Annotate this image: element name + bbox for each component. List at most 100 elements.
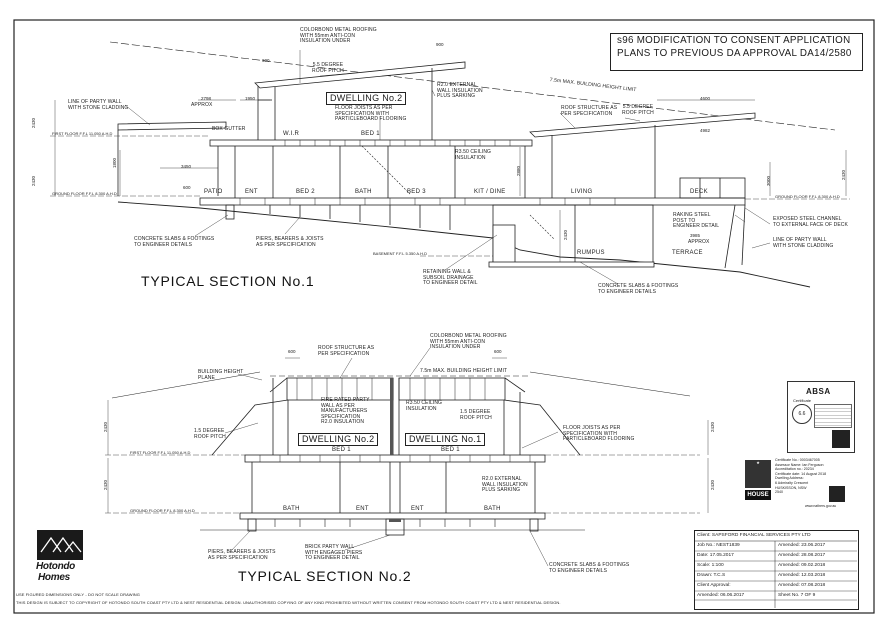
tb-client-approval: Client Approval: xyxy=(697,583,731,588)
note-roof-structure: ROOF STRUCTURE AS PER SPECIFICATION xyxy=(561,105,618,117)
absa-badge: ABSA Certificate 6.6 xyxy=(787,381,855,453)
dim-4982: 4982 xyxy=(700,128,711,133)
title-line-1: s96 MODIFICATION TO CONSENT APPLICATION xyxy=(617,35,851,46)
level-first-floor-s1: FIRST FLOOR F.F.L 11.050 A.H.D xyxy=(52,131,113,136)
room-bath-dwelling2: BATH xyxy=(283,506,300,512)
absa-qr-icon xyxy=(832,430,850,448)
s2-note-max-height-limit: 7.5m MAX. BUILDING HEIGHT LIMIT xyxy=(420,368,508,374)
tb-amended-5: Amended: 07.08.2018 xyxy=(778,583,826,588)
dim-900: 900 xyxy=(436,42,444,47)
dim-3985: 3985 xyxy=(690,233,701,238)
level-ground-floor-s1-right: GROUND FLOOR F.F.L 8.300 A.H.D xyxy=(775,194,840,199)
cert-row: Assessor Name: Ian Ferguson xyxy=(775,462,824,467)
cert-row: 2540 xyxy=(775,490,783,495)
note-roof-pitch-right: 5.5 DEGREE ROOF PITCH xyxy=(622,104,654,116)
dim-2430-gf: 2430 xyxy=(31,175,36,186)
note-exposed-steel-channel: EXPOSED STEEL CHANNEL TO EXTERNAL FACE O… xyxy=(773,216,848,228)
absa-brand: ABSA xyxy=(806,387,831,396)
s2-note-concrete-slabs: CONCRETE SLABS & FOOTINGS TO ENGINEER DE… xyxy=(549,562,630,574)
room-bed3: BED 3 xyxy=(407,189,426,195)
tb-drawn: Drawn: T.C.S xyxy=(697,573,726,578)
s2-note-brick-party-wall: BRICK PARTY WALL WITH ENGAGED PIERS TO E… xyxy=(305,544,363,562)
dim-2430-basement: 2430 xyxy=(563,229,568,240)
logo-line-1: Hotondo xyxy=(36,561,75,572)
modification-title-box: s96 MODIFICATION TO CONSENT APPLICATION … xyxy=(610,33,863,71)
dim-600-patio: 600 xyxy=(183,185,191,190)
hotondo-logo: Hotondo Homes xyxy=(34,530,86,584)
s2-note-roof-pitch-left: 1.5 DEGREE ROOF PITCH xyxy=(194,428,226,440)
footer-copyright: THIS DESIGN IS SUBJECT TO COPYRIGHT OF H… xyxy=(16,600,561,605)
s2-level-first-floor: FIRST FLOOR F.F.L 11.050 A.H.D xyxy=(130,450,191,455)
s2-dim-600-right: 600 xyxy=(494,349,502,354)
room-ent-dwelling1: ENT xyxy=(411,506,424,512)
cert-row: Dwelling Address: xyxy=(775,476,804,481)
nathers-star-icon: ★ xyxy=(745,460,771,488)
dim-2430-ff: 2430 xyxy=(31,117,36,128)
note-colorbond-roofing: COLORBOND METAL ROOFING WITH 55mm ANTI-C… xyxy=(300,27,377,45)
dim-2430-right: 2430 xyxy=(841,169,846,180)
note-roof-pitch-upper: 5.5 DEGREE ROOF PITCH xyxy=(312,62,344,74)
note-approx-right: APPROX xyxy=(688,239,710,245)
room-bed1-dwelling1: BED 1 xyxy=(441,447,460,453)
tb-job-no: Job No.: NEST1839 xyxy=(697,543,740,548)
cert-row: Certificate No.: 0003467005 xyxy=(775,458,820,462)
level-ground-floor-s1: GROUND FLOOR F.F.L 8.300 A.H.D xyxy=(52,191,117,196)
section-1-title: TYPICAL SECTION No.1 xyxy=(141,273,315,289)
cert-row: 6 Admiralty Crescent xyxy=(775,480,809,485)
nathers-certificate: ★ HOUSE Certificate No.: 0003467005 Asse… xyxy=(745,458,855,510)
note-retaining-wall: RETAINING WALL & SUBSOIL DRAINAGE TO ENG… xyxy=(423,269,478,287)
s2-note-floor-joists: FLOOR JOISTS AS PER SPECIFICATION WITH P… xyxy=(563,425,635,443)
s2-note-roof-structure: ROOF STRUCTURE AS PER SPECIFICATION xyxy=(318,345,375,357)
hotondo-house-icon xyxy=(37,530,83,560)
s2-dim-2430-left-ff: 2430 xyxy=(103,421,108,432)
section-1-dwelling-label: DWELLING No.2 xyxy=(326,92,407,105)
tb-amended-4: Amended: 12.03.2018 xyxy=(778,573,826,578)
note-ceiling-insulation: R3.50 CEILING INSULATION xyxy=(455,149,492,161)
note-concrete-slabs-rumpus: CONCRETE SLABS & FOOTINGS TO ENGINEER DE… xyxy=(598,283,679,295)
note-external-wall-insulation: R2.0 EXTERNAL WALL INSULATION PLUS SARKI… xyxy=(437,82,483,100)
tb-amended-1: Amended: 23.06.2017 xyxy=(778,543,826,548)
room-bath: BATH xyxy=(355,189,372,195)
note-concrete-slabs: CONCRETE SLABS & FOOTINGS TO ENGINEER DE… xyxy=(134,236,215,248)
note-piers-bearers: PIERS, BEARERS & JOISTS AS PER SPECIFICA… xyxy=(256,236,324,248)
section-2-dwelling-2-label: DWELLING No.2 xyxy=(298,433,379,446)
tb-amended-2: Amended: 28.08.2017 xyxy=(778,553,826,558)
s2-note-fire-rated-wall: FIRE RATED PARTY WALL AS PER MANUFACTURE… xyxy=(321,397,370,426)
dim-1950: 1950 xyxy=(245,96,256,101)
section-2-dwelling-1-label: DWELLING No.1 xyxy=(405,433,486,446)
cert-row: Certificate date: 14 August 2018 xyxy=(775,471,827,476)
room-bed1: BED 1 xyxy=(361,131,380,137)
room-bed2: BED 2 xyxy=(296,189,315,195)
room-patio: PATIO xyxy=(204,189,223,195)
tb-client: Client: SAPSFORD FINANCIAL SERVICES PTY … xyxy=(697,533,811,538)
s2-note-roof-pitch-right: 1.5 DEGREE ROOF PITCH xyxy=(460,409,492,421)
tb-amended-3: Amended: 09.02.2018 xyxy=(778,563,826,568)
room-ent-dwelling2: ENT xyxy=(356,506,369,512)
nathers-url: www.nathers.gov.au xyxy=(805,504,837,508)
absa-heading: Certificate xyxy=(793,398,812,403)
s2-note-external-wall: R2.0 EXTERNAL WALL INSULATION PLUS SARKI… xyxy=(482,476,528,494)
s2-level-ground-floor: GROUND FLOOR F.F.L 8.300 A.H.D xyxy=(130,508,195,513)
s2-note-ceiling-insulation: R3.50 CEILING INSULATION xyxy=(406,400,443,412)
title-block xyxy=(694,530,859,610)
s2-dim-2430-right-ff: 2430 xyxy=(710,421,715,432)
tb-sheet-no: Sheet No. 7 OF 9 xyxy=(778,593,816,598)
room-living: LIVING xyxy=(571,189,593,195)
note-approx-left: APPROX xyxy=(191,102,213,108)
note-party-wall-right: LINE OF PARTY WALL WITH STONE CLADDING xyxy=(773,237,834,249)
room-bed1-dwelling2: BED 1 xyxy=(332,447,351,453)
absa-rating-star: 6.6 xyxy=(792,404,812,424)
absa-details-table xyxy=(814,404,852,428)
dim-600-upper: 600 xyxy=(262,58,270,63)
s2-note-colorbond-roofing: COLORBOND METAL ROOFING WITH 55mm ANTI-C… xyxy=(430,333,507,351)
dim-2798: 2798 xyxy=(201,96,212,101)
note-floor-joists: FLOOR JOISTS AS PER SPECIFICATION WITH P… xyxy=(335,105,407,123)
s2-note-piers-bearers: PIERS, BEARERS & JOISTS AS PER SPECIFICA… xyxy=(208,549,276,561)
dim-3450: 3450 xyxy=(181,164,192,169)
note-raking-steel-post: RAKING STEEL POST TO ENGINEER DETAIL xyxy=(673,212,720,230)
room-kitchen-dining: KIT / DINE xyxy=(474,189,506,195)
s2-dim-600-left: 600 xyxy=(288,349,296,354)
title-line-2: PLANS TO PREVIOUS DA APPROVAL DA14/2580 xyxy=(617,48,852,59)
room-terrace: TERRACE xyxy=(672,250,703,256)
